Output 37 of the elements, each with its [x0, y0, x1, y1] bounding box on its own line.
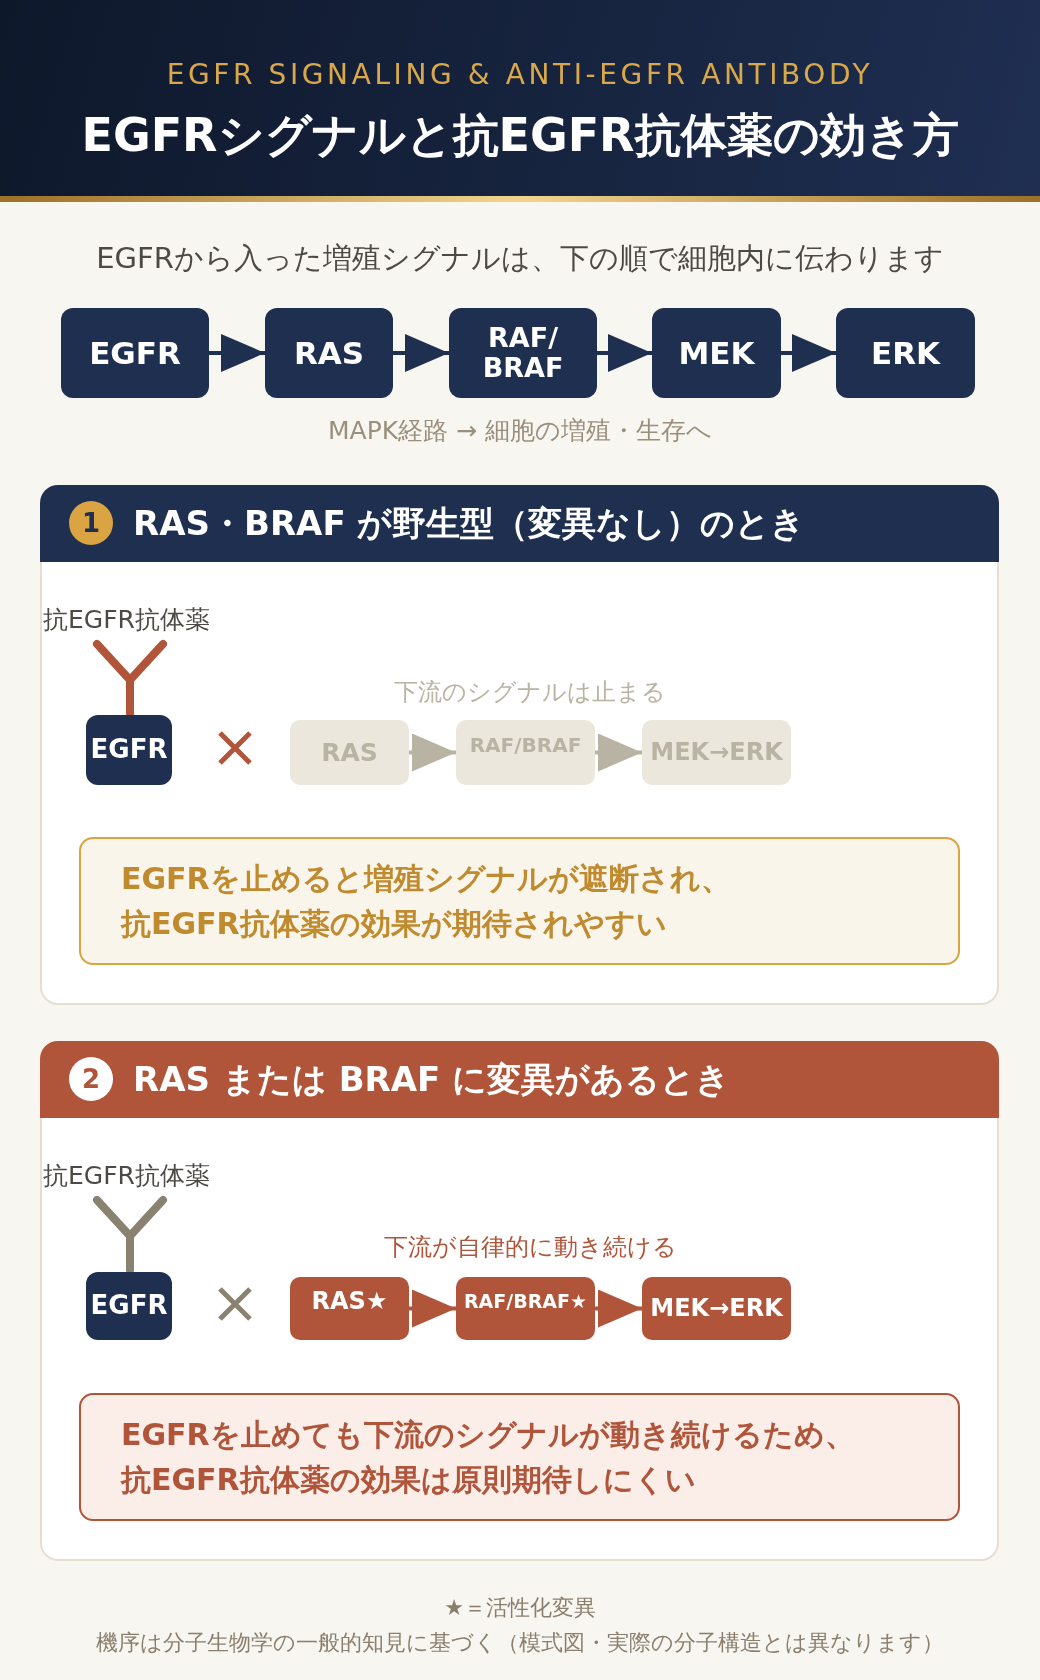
status-text: 下流が自律的に動き続ける — [383, 1231, 677, 1263]
arrow — [597, 334, 652, 372]
callout-box: EGFRを止めても下流のシグナルが動き続けるため、抗EGFR抗体薬の効果は原則期待しにくい — [79, 1393, 960, 1521]
drug-label: 抗EGFR抗体薬 — [43, 603, 210, 636]
arrow — [409, 733, 456, 772]
title: EGFRシグナルと抗EGFR抗体薬の効き方 — [81, 107, 959, 164]
status-text: 下流のシグナルは止まる — [394, 676, 666, 708]
footnote: 機序は分子生物学の一般的知見に基づく（模式図・実際の分子構造とは異なります） — [96, 1628, 944, 1657]
process-box: RAF/BRAF★ — [456, 1277, 595, 1340]
footnote: ★＝活性化変異 — [444, 1593, 596, 1622]
drug-label: 抗EGFR抗体薬 — [43, 1159, 210, 1192]
section-heading: RAS・BRAF が野生型（変異なし）のとき — [133, 502, 806, 545]
process-box: MEK — [652, 308, 781, 398]
arrow — [393, 334, 449, 372]
section-card — [40, 1041, 999, 1561]
subtitle: EGFR SIGNALING & ANTI-EGFR ANTIBODY — [166, 57, 874, 93]
intro-text: EGFRから入った増殖シグナルは、下の順で細胞内に伝わります — [96, 240, 944, 277]
process-box: EGFR — [86, 1272, 172, 1340]
arrow — [781, 334, 836, 372]
process-box: RAF/ BRAF — [449, 308, 597, 398]
process-box: MEK→ERK — [642, 1277, 791, 1340]
process-box: ERK — [836, 308, 975, 398]
process-box: EGFR — [86, 715, 172, 785]
section-card — [40, 485, 999, 1005]
callout-box: EGFRを止めると増殖シグナルが遮断され、抗EGFR抗体薬の効果が期待されやすい — [79, 837, 960, 965]
flow-caption: MAPK経路 → 細胞の増殖・生存へ — [328, 414, 712, 447]
arrow — [209, 334, 265, 372]
arrow — [595, 1289, 642, 1328]
process-box: RAS★ — [290, 1277, 409, 1340]
arrow — [595, 733, 642, 772]
process-box: MEK→ERK — [642, 720, 791, 785]
process-box: RAS — [265, 308, 393, 398]
arrow — [409, 1289, 456, 1328]
section-heading: RAS または BRAF に変異があるとき — [133, 1058, 731, 1101]
process-box: EGFR — [61, 308, 209, 398]
process-box: RAF/BRAF — [456, 720, 595, 785]
process-box: RAS — [290, 720, 409, 785]
